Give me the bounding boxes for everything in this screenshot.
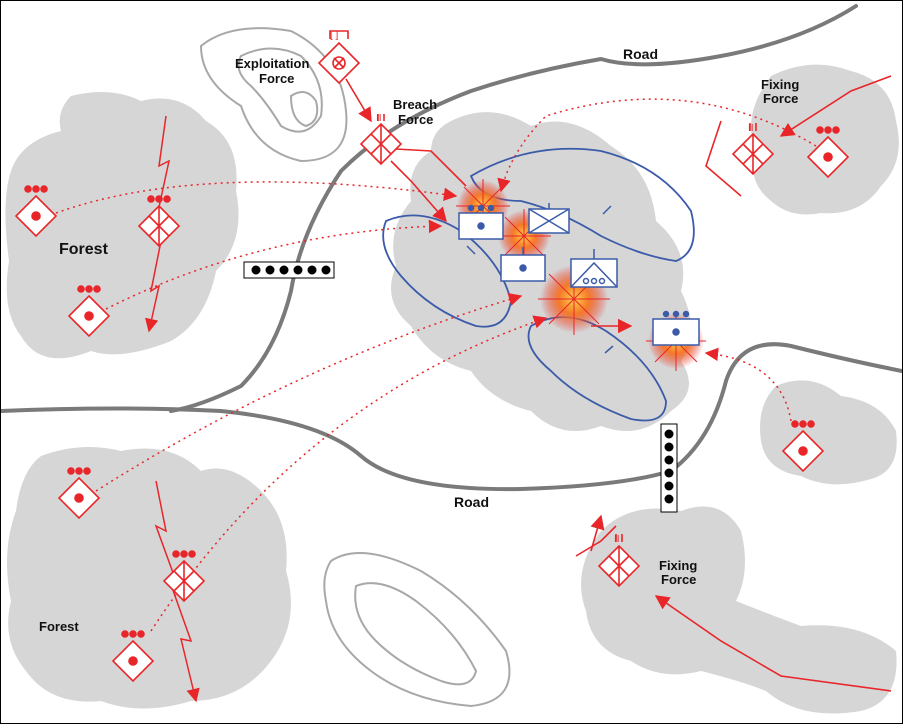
- enemy-unit-rectangle: [458, 204, 504, 240]
- fixing-force-bottom-unit: [597, 534, 641, 588]
- echelon-mark: II: [614, 534, 620, 545]
- enemy-unit-rectangle: [500, 247, 546, 282]
- breach-force-label-line2: Force: [398, 112, 433, 127]
- friendly-unit-diamond: [111, 630, 155, 683]
- enemy-units: [458, 203, 700, 346]
- friendly-unit-diamond: [67, 285, 111, 338]
- road-label: Road: [454, 494, 489, 510]
- fixing-force-top-unit: [731, 123, 775, 176]
- forest-area-bottom-right: [581, 506, 897, 714]
- fire-arcs: [55, 98, 817, 632]
- fixing-force-bottom-label-line2: Force: [661, 572, 696, 587]
- enemy-unit-rectangle: [528, 203, 570, 234]
- map-labels: Road Road Forest Forest Exploitation For…: [39, 30, 799, 634]
- friendly-unit-diamond: [806, 126, 850, 179]
- friendly-unit-diamond: [14, 185, 58, 238]
- road-lower: [1, 342, 902, 492]
- forest-area-bottom-left: [7, 447, 291, 709]
- road-upper: [169, 4, 858, 413]
- exploitation-force-label-line2: Force: [259, 71, 294, 86]
- fixing-force-bottom-label-line1: Fixing: [659, 558, 697, 573]
- enemy-unit-rectangle: [652, 310, 700, 346]
- contour-hill-bottom: [323, 552, 511, 708]
- forest-area-left: [5, 92, 239, 359]
- echelon-mark: II: [376, 113, 382, 124]
- breach-force-label-line1: Breach: [393, 97, 437, 112]
- fixing-force-top-label-line2: Force: [763, 91, 798, 106]
- fixing-force-top-label-line1: Fixing: [761, 77, 799, 92]
- road-label: Road: [623, 46, 658, 62]
- obstacle-minefield-horizontal: [243, 261, 335, 279]
- forest-area-right-mid: [760, 380, 897, 485]
- road-network: [1, 4, 902, 492]
- echelon-mark: [ ]: [330, 30, 339, 41]
- forest-label: Forest: [59, 241, 109, 258]
- exploitation-force-unit: [317, 30, 361, 85]
- forest-label: Forest: [39, 619, 79, 634]
- friendly-units: [14, 30, 850, 683]
- breach-force-unit: [359, 114, 403, 166]
- echelon-mark: II: [748, 123, 754, 134]
- enemy-unit-rectangle: [570, 249, 618, 288]
- friendly-axes: [345, 75, 892, 692]
- friendly-unit-diamond-crossed: [137, 195, 181, 248]
- contour-hill-top: [199, 27, 348, 163]
- friendly-unit-diamond-crossed: [162, 550, 206, 603]
- friendly-unit-diamond: [781, 420, 825, 473]
- friendly-unit-diamond: [57, 467, 101, 520]
- obstacle-minefield-vertical: [660, 423, 678, 513]
- exploitation-force-label-line1: Exploitation: [235, 56, 309, 71]
